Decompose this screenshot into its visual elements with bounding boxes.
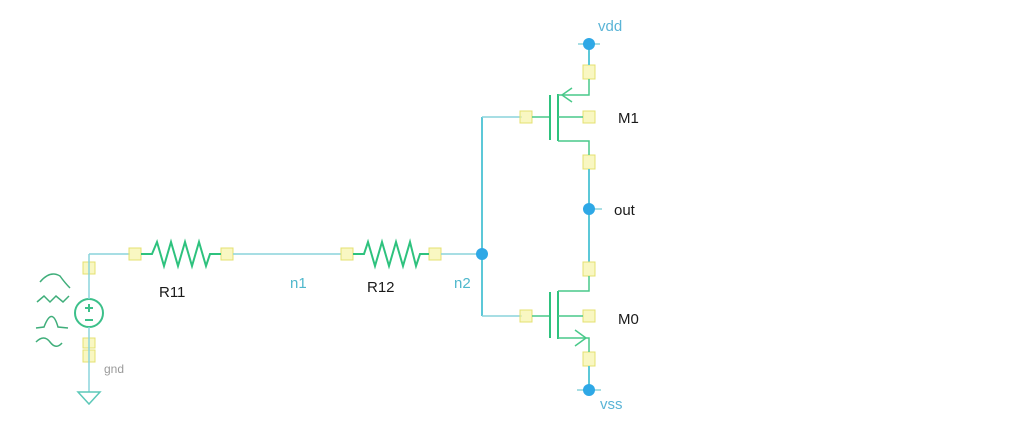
m1-gate-pin[interactable] xyxy=(519,110,533,124)
m1-arrow-icon xyxy=(560,87,573,103)
m1-source-pin[interactable] xyxy=(582,64,596,80)
pulse-wave-icon xyxy=(35,315,69,329)
pmos-m1[interactable] xyxy=(519,64,596,170)
resistor-r11[interactable] xyxy=(128,238,234,270)
r11-pin-left[interactable] xyxy=(128,247,142,261)
vss-pin[interactable] xyxy=(583,384,595,396)
r12-pin-right[interactable] xyxy=(428,247,442,261)
m0-drain-lead xyxy=(558,276,590,292)
resistor-r12[interactable] xyxy=(340,238,442,270)
m0-source-lead xyxy=(558,337,590,352)
m1-drain-pin[interactable] xyxy=(582,154,596,170)
vdd-pin[interactable] xyxy=(583,38,595,50)
triangle-wave-icon xyxy=(36,294,70,304)
m0-gate-pin[interactable] xyxy=(519,309,533,323)
ground-icon xyxy=(76,391,102,406)
ac-wave-icon xyxy=(35,337,63,347)
out-pin[interactable] xyxy=(583,203,595,215)
resistor-symbol xyxy=(141,238,221,270)
vss-label: vss xyxy=(600,396,623,413)
r11-label: R11 xyxy=(159,284,185,301)
r11-pin-right[interactable] xyxy=(220,247,234,261)
m1-drain-lead xyxy=(558,140,590,155)
net-label-n2: n2 xyxy=(454,275,471,292)
resistor-symbol xyxy=(353,238,429,270)
r12-pin-left[interactable] xyxy=(340,247,354,261)
m0-bulk-pin[interactable] xyxy=(582,309,596,323)
m0-source-pin[interactable] xyxy=(582,351,596,367)
vdd-label: vdd xyxy=(598,18,622,35)
m0-label: M0 xyxy=(618,311,639,328)
voltage-source[interactable] xyxy=(35,261,104,363)
m0-arrow-icon xyxy=(574,329,588,347)
sine-wave-icon xyxy=(39,273,71,289)
net-label-n1: n1 xyxy=(290,275,307,292)
r12-label: R12 xyxy=(367,279,395,296)
m1-source-lead xyxy=(558,79,590,96)
source-symbol xyxy=(74,298,104,328)
nmos-m0[interactable] xyxy=(519,261,596,367)
m1-bulk-pin[interactable] xyxy=(582,110,596,124)
junction-n2[interactable] xyxy=(476,248,488,260)
m1-label: M1 xyxy=(618,110,639,127)
out-label: out xyxy=(614,202,636,219)
gnd-label: gnd xyxy=(104,362,124,376)
m0-drain-pin[interactable] xyxy=(582,261,596,277)
